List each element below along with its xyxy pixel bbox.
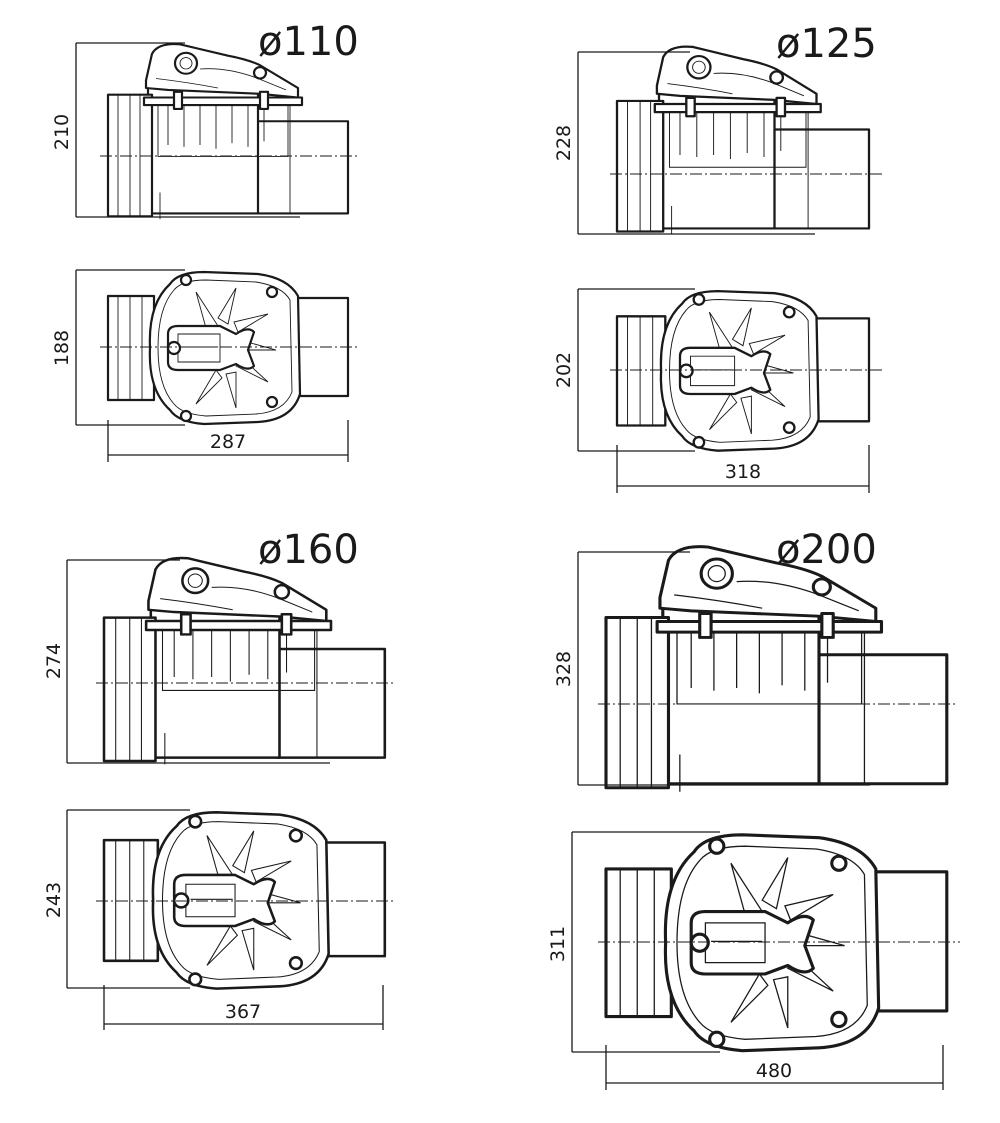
top-height-label-110: 188 [51,330,73,366]
side-view-160 [96,556,395,766]
drawing-110: ø110 210 188 287 [51,19,360,462]
top-view-110 [100,270,360,426]
drawing-200: ø200 328 311 480 [547,527,960,1090]
dimension-side-height-200: 328 [553,551,870,786]
length-label-125: 318 [725,461,761,483]
side-height-label-160: 274 [43,643,65,679]
dimension-top-height-110: 188 [51,269,185,426]
top-view-200 [598,833,960,1053]
drawing-125: ø125 228 202 318 [553,21,885,493]
length-label-200: 480 [756,1060,792,1082]
dimension-side-height-125: 228 [553,51,815,235]
length-label-160: 367 [225,1001,261,1023]
dimension-top-height-160: 243 [43,809,190,989]
side-view-110 [100,42,360,221]
dimension-length-110: 287 [107,420,349,462]
dimension-top-height-125: 202 [553,288,695,452]
dimension-side-height-160: 274 [43,559,330,764]
dimension-top-height-200: 311 [547,831,720,1053]
drawing-160: ø160 274 243 367 [43,527,395,1030]
title-160: ø160 [258,527,359,573]
side-height-label-110: 210 [51,114,73,150]
top-view-160 [96,811,395,990]
top-height-label-200: 311 [547,926,569,962]
title-125: ø125 [776,21,877,67]
dimension-length-125: 318 [616,445,870,493]
dimension-length-200: 480 [605,1045,944,1090]
side-view-200 [598,545,955,794]
top-height-label-160: 243 [43,882,65,918]
top-height-label-125: 202 [553,352,575,388]
dimension-side-height-110: 210 [51,42,300,218]
side-height-label-125: 228 [553,125,575,161]
dimension-length-160: 367 [103,985,384,1030]
title-110: ø110 [258,19,359,65]
side-height-label-200: 328 [553,651,575,687]
top-view-125 [610,289,885,452]
side-view-125 [610,45,885,236]
length-label-110: 287 [210,431,246,453]
